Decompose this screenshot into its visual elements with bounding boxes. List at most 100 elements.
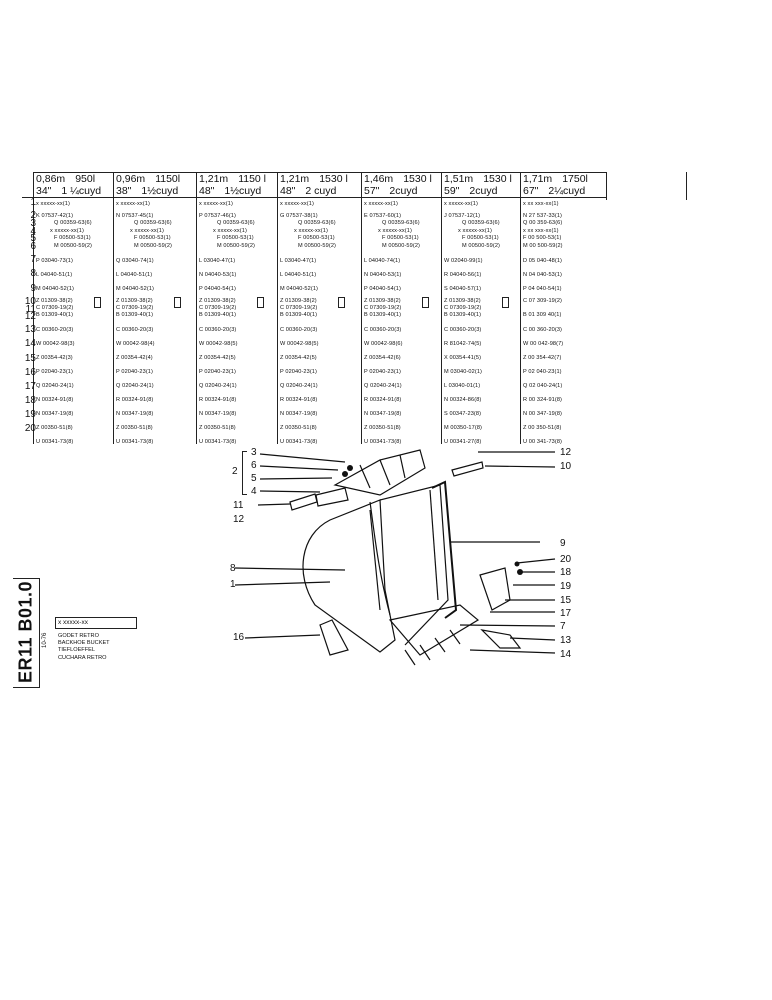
table-cell: P 02040-23(1) <box>364 369 401 375</box>
callout-3: 3 <box>251 447 257 458</box>
part-number: x xxxxx-xx <box>58 619 88 626</box>
table-cell: C 00360-20(3) <box>444 327 482 333</box>
table-cell: F 00 500-53(1) <box>523 235 562 241</box>
table-cell: B 01309-40(1) <box>444 312 482 318</box>
table-cell: Z 00354-42(5) <box>199 355 236 361</box>
table-cell: C 07309-19(2) <box>280 305 318 311</box>
table-cell: x xxxxx-xx(1) <box>130 228 164 234</box>
row-number: 16 <box>24 367 36 378</box>
header-cuyd: 1 ¼cuyd <box>61 185 102 197</box>
table-cell: Z 00 350-51(8) <box>523 425 562 431</box>
table-cell: x xxxxx-xx(1) <box>364 201 398 207</box>
table-cell: W 00042-98(5) <box>280 341 319 347</box>
table-cell: M 00500-59(2) <box>298 243 336 249</box>
callout-9: 9 <box>560 538 566 549</box>
table-cell: N 00324-86(8) <box>444 397 482 403</box>
row-number: 19 <box>24 409 36 420</box>
table-cell: X 00354-41(5) <box>444 355 482 361</box>
callout-2-bracket <box>242 451 247 495</box>
table-cell: M 00500-59(2) <box>134 243 172 249</box>
table-cell: R 00324-91(8) <box>116 397 154 403</box>
table-cell: N 00347-19(8) <box>199 411 237 417</box>
table-cell: Q 00359-63(6) <box>298 220 336 226</box>
table-cell: S 00347-23(8) <box>444 411 482 417</box>
table-cell: M 00500-59(2) <box>54 243 92 249</box>
col-sep-7 <box>606 172 607 200</box>
table-cell: P 04040-54(1) <box>199 286 236 292</box>
table-cell: W 00042-98(3) <box>36 341 75 347</box>
row-number: 4 <box>30 226 36 237</box>
header-cuyd: 2cuyd <box>469 185 498 197</box>
table-cell: C 00 360-20(3) <box>523 327 563 333</box>
col-sep-6 <box>520 172 521 444</box>
row-number: 20 <box>24 423 36 434</box>
header-inch: 48" <box>199 185 215 197</box>
table-cell: P 04040-54(1) <box>364 286 401 292</box>
header-inch: 34" <box>36 185 52 197</box>
col-sep-1 <box>113 172 114 444</box>
row-number: 10 <box>24 296 36 307</box>
table-cell: M 03040-02(1) <box>444 369 482 375</box>
col-sep-5 <box>441 172 442 444</box>
table-cell: U 00341-73(8) <box>36 439 74 445</box>
table-cell: C 07309-19(2) <box>116 305 154 311</box>
table-cell: W 00042-98(6) <box>364 341 403 347</box>
table-cell: x xxxxx-xx(1) <box>378 228 412 234</box>
table-cell: P 02 040-23(1) <box>523 369 562 375</box>
header-inch: 59" <box>444 185 460 197</box>
table-cell: N 00347-19(8) <box>36 411 74 417</box>
header-capacity: 1150l <box>155 173 181 185</box>
table-cell: Z 00350-51(8) <box>280 425 317 431</box>
bracket-mark <box>94 297 101 308</box>
table-cell: N 00347-19(8) <box>364 411 402 417</box>
header-capacity: 950l <box>75 173 96 185</box>
table-cell: B 01309-40(1) <box>280 312 318 318</box>
table-cell: K 07537-42(1) <box>36 213 74 219</box>
callout-5: 5 <box>251 473 257 484</box>
header-size: 1,51m <box>444 173 474 185</box>
title-de: TIEFLOEFFEL <box>58 647 95 654</box>
table-cell: x xxxxx-xx(1) <box>213 228 247 234</box>
table-cell: M 04040-52(1) <box>36 286 74 292</box>
table-cell: L 03040-01(1) <box>444 383 481 389</box>
table-cell: D 05 040-48(1) <box>523 258 563 264</box>
table-cell: Q 03040-74(1) <box>116 258 154 264</box>
row-number: 5 <box>30 233 36 244</box>
table-cell: P 02040-23(1) <box>199 369 236 375</box>
callout-7: 7 <box>560 621 566 632</box>
callout-1: 1 <box>230 579 236 590</box>
callout-12-right: 12 <box>560 447 572 458</box>
callout-8: 8 <box>230 563 236 574</box>
table-cell: G 07537-38(1) <box>280 213 318 219</box>
table-cell: Z 00350-51(8) <box>199 425 236 431</box>
row-number: 7 <box>30 254 36 265</box>
col-sep-0 <box>33 172 34 444</box>
header-inch: 67" <box>523 185 539 197</box>
table-cell: L 04040-74(1) <box>364 258 401 264</box>
table-cell: Q 02040-24(1) <box>36 383 74 389</box>
header-size: 1,71m <box>523 173 553 185</box>
bucket-exploded-drawing <box>234 449 556 666</box>
table-cell: U 00341-73(8) <box>199 439 237 445</box>
table-cell: Q 00359-63(6) <box>462 220 500 226</box>
title-block: GODET RETRO BACKHOE BUCKET TIEFLOEFFEL C… <box>58 633 110 662</box>
table-cell: B 01309-40(1) <box>199 312 237 318</box>
table-cell: M 04040-52(1) <box>280 286 318 292</box>
row-number: 14 <box>24 338 36 349</box>
table-cell: J 07537-12(1) <box>444 213 481 219</box>
table-cell: L 03040-47(1) <box>280 258 317 264</box>
table-cell: U 00341-73(8) <box>364 439 402 445</box>
bracket-mark <box>257 297 264 308</box>
table-cell: Z 00354-42(6) <box>364 355 401 361</box>
table-cell: Z 01309-38(2) <box>364 298 401 304</box>
table-cell: M 00500-59(2) <box>462 243 500 249</box>
header-capacity: 1150 l <box>238 173 267 185</box>
header-cuyd: 2 cuyd <box>305 185 337 197</box>
table-cell: x xxxxx-xx(1) <box>50 228 84 234</box>
callout-6: 6 <box>251 460 257 471</box>
row-number: 15 <box>24 353 36 364</box>
table-cell: R 81042-74(5) <box>444 341 482 347</box>
